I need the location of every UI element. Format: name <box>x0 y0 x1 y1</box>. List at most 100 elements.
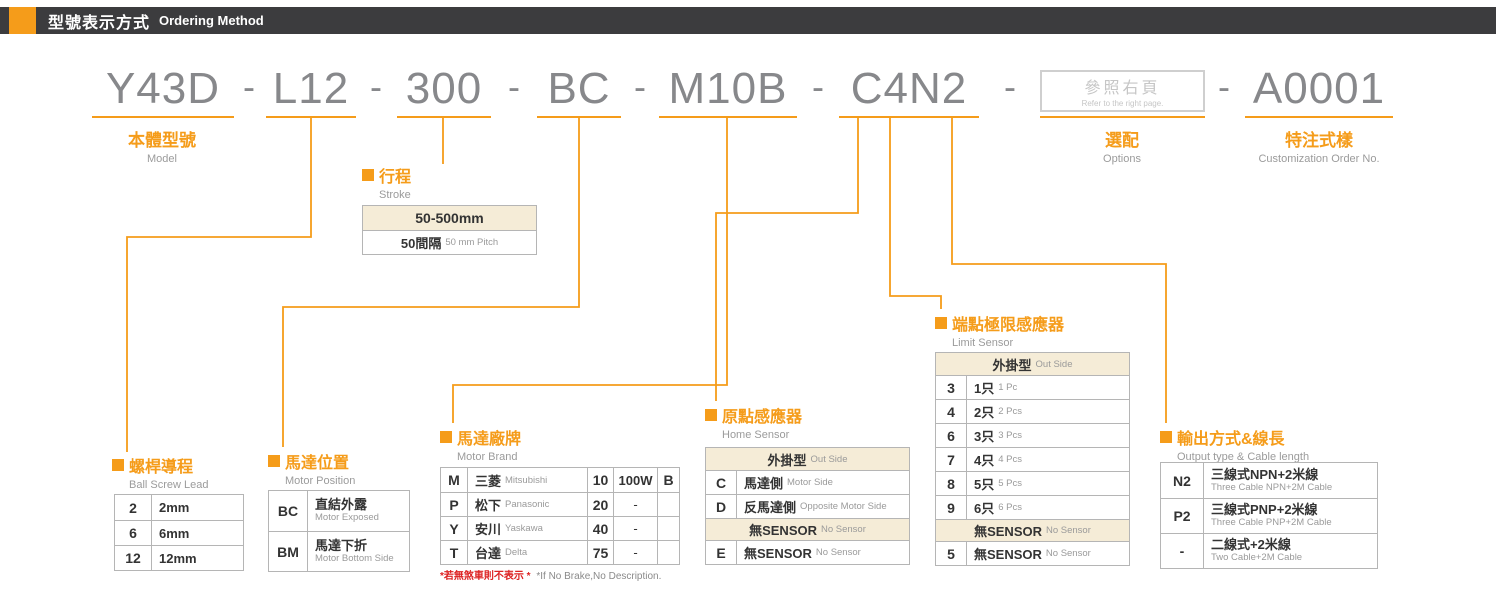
table-row: D 反馬達側 Opposite Motor Side <box>706 494 909 518</box>
table-row: 50間隔 50 mm Pitch <box>363 230 536 254</box>
connector-line-motor-position <box>282 117 580 447</box>
output-section-title: 輸出方式&線長 Output type & Cable length <box>1160 425 1309 463</box>
options-reference-zh: 參照右頁 <box>1084 80 1161 97</box>
table-divider-row: 無SENSOR No Sensor <box>936 519 1129 541</box>
connector-line-lead <box>126 117 312 452</box>
lead-table: 2 2mm 6 6mm 12 12mm <box>114 494 244 571</box>
table-row: C 馬達側 Motor Side <box>706 470 909 494</box>
segment-underline <box>839 116 979 118</box>
options-label-en: Options <box>1103 153 1141 165</box>
connector-line-motor-brand <box>452 117 728 423</box>
motor-position-title-en: Motor Position <box>285 475 356 487</box>
code-separator: - <box>812 66 824 107</box>
brake-note-en: *If No Brake,No Description. <box>536 571 662 582</box>
code-segment-custom: A0001 <box>1252 64 1386 113</box>
stroke-pitch-zh: 50間隔 <box>400 236 442 251</box>
code-segment-sensors: C4N2 <box>850 64 968 113</box>
bullet-square-icon <box>1160 431 1172 443</box>
motor-brand-table: M 三菱 Mitsubishi 10 100W B P 松下 Panasonic… <box>440 467 680 565</box>
segment-underline <box>537 116 621 118</box>
table-row: 12 12mm <box>115 545 243 570</box>
custom-label: 特注式樣 Customization Order No. <box>1234 126 1404 165</box>
stroke-title-en: Stroke <box>379 189 411 201</box>
table-row: T 台達 Delta 75 - <box>441 540 679 564</box>
table-row: - 二線式+2米線 Two Cable+2M Cable <box>1161 533 1377 568</box>
home-sensor-title-en: Home Sensor <box>722 429 790 441</box>
stroke-pitch-en: 50 mm Pitch <box>445 237 499 248</box>
limit-sensor-section-title: 端點極限感應器 Limit Sensor <box>935 311 1064 349</box>
table-row: 6 6mm <box>115 520 243 545</box>
home-sensor-title-zh: 原點感應器 <box>722 409 803 426</box>
table-row: N2 三線式NPN+2米線 Three Cable NPN+2M Cable <box>1161 463 1377 498</box>
stroke-range: 50-500mm <box>415 210 484 226</box>
connector-line-limit-sensor <box>889 117 942 309</box>
segment-underline <box>1040 116 1205 118</box>
table-row: P2 三線式PNP+2米線 Three Cable PNP+2M Cable <box>1161 498 1377 533</box>
model-label: 本體型號 Model <box>92 126 232 165</box>
brake-note-zh: *若無煞車則不表示 * <box>440 571 531 582</box>
code-separator: - <box>508 66 520 107</box>
segment-underline <box>659 116 797 118</box>
table-row: 2 2mm <box>115 495 243 520</box>
code-separator: - <box>1218 66 1230 107</box>
header-bar <box>0 7 1496 34</box>
options-reference-box: 參照右頁 Refer to the right page. <box>1040 70 1205 112</box>
motor-brand-title-en: Motor Brand <box>457 451 518 463</box>
home-sensor-section-title: 原點感應器 Home Sensor <box>705 403 802 441</box>
brake-note: *若無煞車則不表示 * *If No Brake,No Description. <box>440 567 661 582</box>
motor-brand-section-title: 馬達廠牌 Motor Brand <box>440 425 521 463</box>
table-header-row: 外掛型 Out Side <box>706 448 909 470</box>
options-reference-en: Refer to the right page. <box>1081 99 1164 108</box>
code-segment-lead: L12 <box>272 64 350 113</box>
table-row: BC 直結外露 Motor Exposed <box>269 491 409 531</box>
output-title-en: Output type & Cable length <box>1177 451 1310 463</box>
bullet-square-icon <box>268 455 280 467</box>
segment-underline <box>1245 116 1393 118</box>
table-row: BM 馬達下折 Motor Bottom Side <box>269 531 409 571</box>
connector-line-home-sensor <box>715 117 859 401</box>
page-title-en: Ordering Method <box>159 13 264 28</box>
bullet-square-icon <box>112 459 124 471</box>
motor-position-table: BC 直結外露 Motor Exposed BM 馬達下折 Motor Bott… <box>268 490 410 572</box>
code-segment-model: Y43D <box>105 64 221 113</box>
table-row: 50-500mm <box>363 206 536 230</box>
stroke-section-title: 行程 Stroke <box>362 163 411 201</box>
code-segment-stroke: 300 <box>405 64 483 113</box>
limit-sensor-title-zh: 端點極限感應器 <box>952 317 1065 334</box>
code-separator: - <box>1004 66 1016 107</box>
model-label-en: Model <box>147 153 177 165</box>
table-row: P 松下 Panasonic 20 - <box>441 492 679 516</box>
segment-underline <box>92 116 234 118</box>
stroke-table: 50-500mm 50間隔 50 mm Pitch <box>362 205 537 255</box>
motor-position-title-zh: 馬達位置 <box>285 455 350 472</box>
lead-section-title: 螺桿導程 Ball Screw Lead <box>112 453 209 491</box>
options-label-zh: 選配 <box>1105 131 1139 150</box>
model-label-zh: 本體型號 <box>128 131 196 150</box>
options-label: 選配 Options <box>1052 126 1192 165</box>
segment-underline <box>266 116 356 118</box>
bullet-square-icon <box>705 409 717 421</box>
custom-label-en: Customization Order No. <box>1258 153 1380 165</box>
stroke-title-zh: 行程 <box>379 169 412 186</box>
table-header-row: 外掛型 Out Side <box>936 353 1129 375</box>
table-row: Y 安川 Yaskawa 40 - <box>441 516 679 540</box>
code-segment-motor-position: BC <box>547 64 611 113</box>
home-sensor-table: 外掛型 Out Side C 馬達側 Motor Side D 反馬達側 Opp… <box>705 447 910 565</box>
table-divider-row: 無SENSOR No Sensor <box>706 518 909 540</box>
custom-label-zh: 特注式樣 <box>1285 131 1353 150</box>
bullet-square-icon <box>935 317 947 329</box>
bullet-square-icon <box>362 169 374 181</box>
motor-position-section-title: 馬達位置 Motor Position <box>268 449 355 487</box>
header-accent-square-icon <box>9 7 36 34</box>
bullet-square-icon <box>440 431 452 443</box>
limit-sensor-title-en: Limit Sensor <box>952 337 1014 349</box>
table-row: M 三菱 Mitsubishi 10 100W B <box>441 468 679 492</box>
